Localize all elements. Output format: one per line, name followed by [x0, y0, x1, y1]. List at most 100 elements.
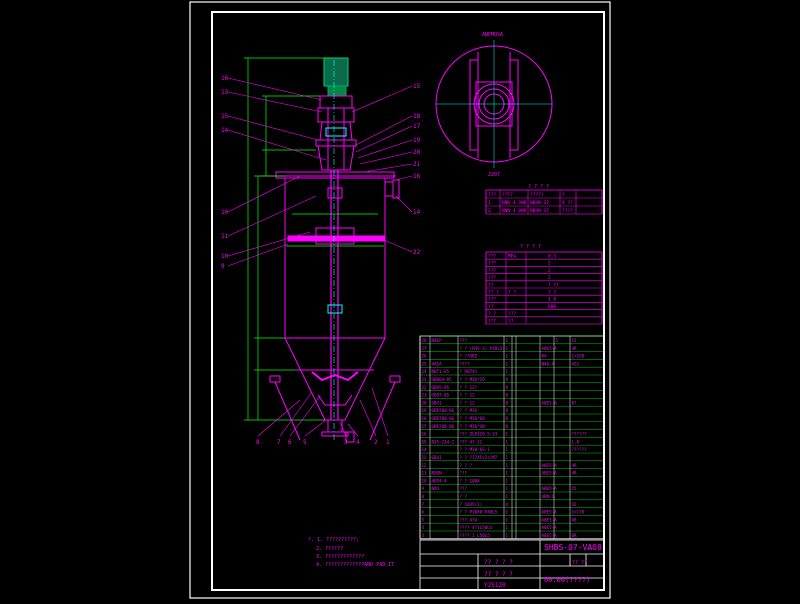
parts-cell: 1 — [506, 478, 509, 483]
table-cell: ??? — [488, 192, 496, 198]
parts-cell: ??? — [460, 471, 468, 476]
parts-cell: A8E5-A — [542, 346, 558, 351]
parts-cell: ???? 1 L50L5 — [460, 533, 491, 538]
callout-number: 5 — [303, 439, 307, 446]
parts-cell: ? ? M10-6S-1 — [460, 447, 491, 452]
parts-cell: GB5780-86 — [432, 424, 455, 429]
parts-cell: 12 — [572, 338, 578, 343]
table-cell: ?? — [488, 304, 494, 310]
callout-number: 22 — [413, 249, 421, 256]
vessel-top-view — [435, 40, 553, 168]
drawing-number: SHBS-07-VA08 — [544, 543, 602, 552]
table-cell: NNN 4 0NR — [502, 208, 527, 214]
table-cell: NB4N-32 — [530, 200, 549, 206]
parts-cell: 8 — [506, 408, 509, 413]
parts-cell: 422 — [572, 361, 580, 366]
note-line-1: ?. 1. ??????????; — [308, 537, 359, 543]
callout-number: 18 — [413, 113, 421, 120]
parts-cell: 23 — [422, 377, 428, 382]
parts-cell: 19 — [422, 408, 428, 413]
table-cell: ?? — [508, 318, 514, 324]
parts-cell: 8 — [422, 494, 425, 499]
parts-cell: 8 — [506, 377, 509, 382]
parts-cell: 18 — [422, 416, 428, 421]
callout-number: 6 — [288, 439, 292, 446]
inner-frame — [211, 11, 605, 591]
callout-number: 1 — [386, 439, 390, 446]
parts-cell: GB41 — [432, 400, 443, 405]
callout-number: 14 — [221, 127, 229, 134]
callout-number: 10 — [221, 209, 229, 216]
parts-cell: 4A5A — [432, 361, 443, 366]
callout-number: 15 — [221, 113, 229, 120]
callout-number: 15 — [413, 83, 421, 90]
table-cell: NNR 4 3NR — [502, 200, 527, 206]
dimensions — [244, 57, 384, 421]
table-cell: ????? — [530, 192, 544, 198]
table-cell: ??? — [488, 254, 496, 260]
table-cell: 2 — [488, 208, 491, 214]
parts-cell: BJ5-214-2 — [432, 439, 455, 444]
table-cell: 1.0 — [548, 297, 556, 303]
callout-number: 14 — [413, 209, 421, 216]
parts-cell: 48 — [572, 517, 578, 522]
callout-number: 21 — [413, 161, 421, 168]
parts-cell: ? ? M16*60 — [460, 416, 486, 421]
parts-cell: 5 — [556, 338, 559, 343]
parts-cell: 4 — [506, 502, 509, 507]
spec-table-1-title: ? ? ? ? — [528, 184, 549, 190]
parts-cell: 4RN-1 — [542, 494, 555, 499]
callout-number: 9 — [221, 263, 225, 270]
callout-number: 19 — [413, 137, 421, 144]
parts-cell: ? ? 12 — [460, 393, 476, 398]
parts-cell: 25 — [422, 361, 428, 366]
parts-cell: ??? ZLD120-5-33 — [460, 432, 498, 437]
parts-cell: A8E5-A — [542, 486, 558, 491]
parts-cell: ??? 4?4 — [460, 517, 478, 522]
parts-cell: A8E5-A — [542, 400, 558, 405]
parts-cell: ? 10X5(1) — [460, 502, 483, 507]
parts-cell: 24 — [422, 369, 428, 374]
parts-cell: 1 — [506, 510, 509, 515]
parts-cell: ? ? M16*40 — [460, 424, 486, 429]
parts-cell: N40-A — [542, 361, 555, 366]
parts-cell: 1 — [506, 432, 509, 437]
callout-number: 11 — [221, 233, 229, 240]
cover-plate — [275, 171, 395, 179]
parts-cell: 1 — [506, 525, 509, 530]
table-cell: ?? ? — [488, 290, 499, 296]
parts-cell: ?????? — [572, 432, 588, 437]
callout-number: 4 — [356, 439, 360, 446]
table-cell: 2 — [548, 275, 551, 281]
parts-cell: 13 — [422, 455, 428, 460]
parts-cell: 6 — [422, 510, 425, 515]
parts-cell: ? ? M16*20 — [460, 377, 486, 382]
parts-cell: 8? — [572, 400, 578, 405]
vessel-side-view — [260, 57, 401, 443]
parts-cell: 1 — [506, 471, 509, 476]
parts-cell: A8E5-A — [542, 525, 558, 530]
parts-cell: 10 — [422, 478, 428, 483]
table-cell: 5 — [548, 261, 551, 267]
callout-number: 16 — [413, 173, 421, 180]
parts-cell: GB97-85 — [432, 393, 450, 398]
parts-cell: 1=170 — [572, 510, 585, 515]
date-label: YJS120 — [484, 582, 506, 589]
parts-cell: 22 — [422, 385, 428, 390]
parts-cell: 1 — [506, 463, 509, 468]
parts-cell: 8 — [506, 416, 509, 421]
cone-bottom — [284, 337, 386, 421]
parts-cell: 8 — [506, 424, 509, 429]
parts-cell: 3 — [422, 533, 425, 538]
parts-cell: 15 — [422, 439, 428, 444]
parts-cell: 21 — [422, 393, 428, 398]
parts-cell: 11 — [422, 471, 428, 476]
table-cell: MPa — [508, 254, 516, 260]
parts-cell: 12 — [422, 463, 428, 468]
parts-cell: ???? 4?1L50L5 — [460, 525, 493, 530]
